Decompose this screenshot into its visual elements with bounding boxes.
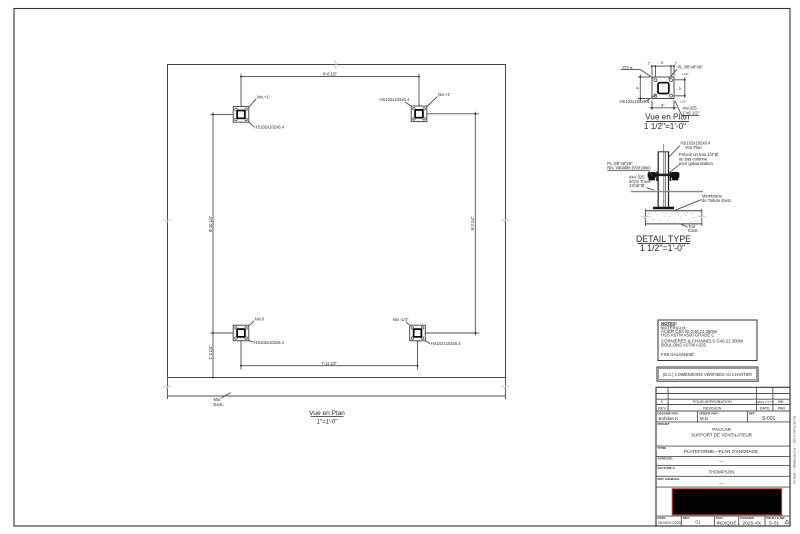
svg-text:8": 8": [661, 103, 665, 108]
svg-text:4xA-325: 4xA-325: [629, 175, 645, 180]
svg-text:Voir Plan: Voir Plan: [685, 145, 702, 150]
svg-text:SUPPORT DE VENTILATEUR: SUPPORT DE VENTILATEUR: [691, 433, 753, 438]
svg-text:au bas colonne: au bas colonne: [679, 157, 708, 162]
svg-text:4xA325: 4xA325: [683, 105, 698, 110]
svg-text:3/16: 3/16: [622, 65, 629, 69]
svg-text:1": 1": [647, 61, 651, 65]
svg-text:1"x6 1/2": 1"x6 1/2": [683, 110, 700, 115]
svg-text:1: 1: [786, 521, 788, 524]
svg-text:HS102x102x6.4: HS102x102x6.4: [620, 99, 650, 104]
svg-text:6": 6": [661, 61, 665, 65]
svg-text:DESSINÉ PAR:: DESSINÉ PAR:: [658, 411, 679, 416]
svg-text:FINI GALVANISÉ: FINI GALVANISÉ: [661, 352, 694, 357]
svg-text:BOULONS ASTM A325: BOULONS ASTM A325: [661, 342, 707, 347]
svg-text:HS102x102x6.4: HS102x102x6.4: [681, 141, 711, 146]
svg-text:1'-2 1/4": 1'-2 1/4": [208, 345, 213, 360]
svg-text:REV:: REV:: [683, 516, 690, 520]
svg-text:pour galvanisation: pour galvanisation: [679, 161, 714, 166]
svg-text:HS102x102x6.4: HS102x102x6.4: [380, 97, 410, 102]
svg-text:CORNIÈRES & CHANNELS G40.21 30: CORNIÈRES & CHANNELS G40.21 300W: [661, 339, 744, 344]
svg-text:1": 1": [674, 61, 678, 65]
svg-text:Niv.+1': Niv.+1': [438, 92, 451, 97]
svg-text:1 1/2": 1 1/2": [682, 72, 689, 76]
svg-text:PL 3/8"x8"x8": PL 3/8"x8"x8": [607, 161, 633, 166]
svg-text:3/4"ø Trous: 3/4"ø Trous: [629, 179, 651, 184]
svg-text:S-01: S-01: [769, 520, 779, 526]
svg-text:M.D.: M.D.: [700, 416, 710, 421]
svg-text:(D.C.) ≡ DIMENSIONS VÉRIFIÉES: (D.C.) ≡ DIMENSIONS VÉRIFIÉES AU CHANTIE…: [663, 372, 752, 377]
svg-text:5": 5": [679, 86, 683, 90]
svg-text:VÉRIFIÉ PAR:: VÉRIFIÉ PAR:: [699, 411, 719, 416]
svg-text:ÉCH:: ÉCH:: [716, 515, 723, 520]
svg-text:DATE: DATE: [658, 516, 666, 520]
svg-text:—: —: [719, 480, 724, 485]
svg-text:Niv.0: Niv.0: [255, 316, 265, 321]
svg-text:HS102x102x6.4: HS102x102x6.4: [254, 124, 284, 129]
svg-text:RÉF:: RÉF:: [749, 411, 756, 416]
svg-text:Mur: Mur: [214, 397, 222, 402]
svg-text:Exist.: Exist.: [688, 228, 698, 233]
svg-text:No DE PLAN: S-001 — PLATEFORME: No DE PLAN: S-001 — PLATEFORME — 2025-XX: [793, 416, 797, 484]
svg-text:DATE: DATE: [760, 406, 770, 410]
svg-text:7'-11 1/2": 7'-11 1/2": [321, 361, 337, 366]
svg-text:13/16"Ø: 13/16"Ø: [629, 183, 645, 188]
svg-text:THOMPSON: THOMPSON: [708, 470, 734, 475]
svg-text:1"=1'-0": 1"=1'-0": [317, 419, 338, 425]
svg-text:Niv.+1': Niv.+1': [257, 94, 270, 99]
svg-text:FEUILLE NO:: FEUILLE NO:: [767, 516, 786, 520]
svg-text:Exist.: Exist.: [214, 402, 224, 407]
svg-text:Niv. Variable (Voir plan): Niv. Variable (Voir plan): [607, 165, 651, 170]
svg-text:HS102x102x6.4: HS102x102x6.4: [254, 340, 284, 345]
svg-text:—: —: [719, 459, 724, 464]
svg-text:INDIQUÉ: INDIQUÉ: [717, 519, 737, 526]
svg-text:PLATEFORME—PLAN D'ANCRAGE: PLATEFORME—PLAN D'ANCRAGE: [684, 449, 758, 454]
svg-text:NOTES:: NOTES:: [661, 321, 678, 326]
svg-text:MATÉRIAUX:: MATÉRIAUX:: [661, 325, 687, 330]
svg-text:Prévoir un trou 1/4"Ø: Prévoir un trou 1/4"Ø: [679, 152, 719, 157]
svg-text:PACCAR: PACCAR: [712, 427, 731, 432]
svg-text:PAR: PAR: [778, 406, 786, 410]
svg-text:DOSSIER: DOSSIER: [740, 516, 754, 520]
svg-text:ACIER CSA W G40.21 350W: ACIER CSA W G40.21 350W: [661, 329, 718, 334]
svg-text:PL 3/8"x8"x8": PL 3/8"x8"x8": [678, 64, 704, 69]
svg-text:ADRESSE:: ADRESSE:: [658, 457, 674, 461]
svg-text:Membrane: Membrane: [702, 194, 723, 199]
svg-text:BK.: BK.: [778, 400, 784, 404]
svg-text:TITRE: TITRE: [658, 446, 667, 450]
svg-text:FACTURÉ À:: FACTURÉ À:: [658, 465, 676, 470]
svg-text:de Toiture Exist.: de Toiture Exist.: [702, 198, 732, 203]
svg-text:DETAIL TYPE: DETAIL TYPE: [636, 234, 691, 244]
svg-text:8'-0 1/2": 8'-0 1/2": [323, 72, 338, 77]
svg-text:HS102x102x6.4: HS102x102x6.4: [431, 341, 461, 346]
svg-text:RÉVISION: RÉVISION: [703, 405, 721, 410]
svg-text:REV: REV: [658, 406, 666, 410]
svg-text:POUR APPROBATION: POUR APPROBATION: [693, 400, 732, 404]
svg-text:HSS ASTM A500 GRADE C: HSS ASTM A500 GRADE C: [661, 333, 715, 338]
svg-text:8": 8": [636, 85, 640, 89]
svg-text:Niv.-1/4": Niv.-1/4": [393, 317, 409, 322]
svg-text:1 1/2": 1 1/2": [680, 100, 687, 104]
svg-text:9'-10 1/4": 9'-10 1/4": [208, 215, 213, 232]
svg-text:PROJET: PROJET: [658, 422, 670, 426]
svg-text:Vue en Plan: Vue en Plan: [309, 410, 345, 417]
svg-text:JJ/MA./YYYY: JJ/MA./YYYY: [755, 400, 774, 404]
svg-text:01: 01: [695, 520, 701, 525]
svg-text:S-001: S-001: [762, 416, 776, 422]
svg-text:Vue en Plan: Vue en Plan: [645, 112, 690, 121]
svg-text:1 1/2"=1'-0": 1 1/2"=1'-0": [640, 243, 685, 253]
svg-text:0: 0: [661, 400, 663, 404]
svg-text:1 1/2"=1'-0": 1 1/2"=1'-0": [644, 122, 686, 131]
svg-text:Toit: Toit: [688, 224, 695, 229]
svg-text:2025-XX: 2025-XX: [742, 520, 761, 526]
svg-text:26.NOV.2025: 26.NOV.2025: [658, 520, 681, 525]
svg-text:9'-2 1/4": 9'-2 1/4": [470, 216, 475, 231]
svg-text:NOT. GÉNÉRAL: NOT. GÉNÉRAL: [658, 476, 681, 481]
svg-text:Bohdan K.: Bohdan K.: [659, 416, 680, 421]
